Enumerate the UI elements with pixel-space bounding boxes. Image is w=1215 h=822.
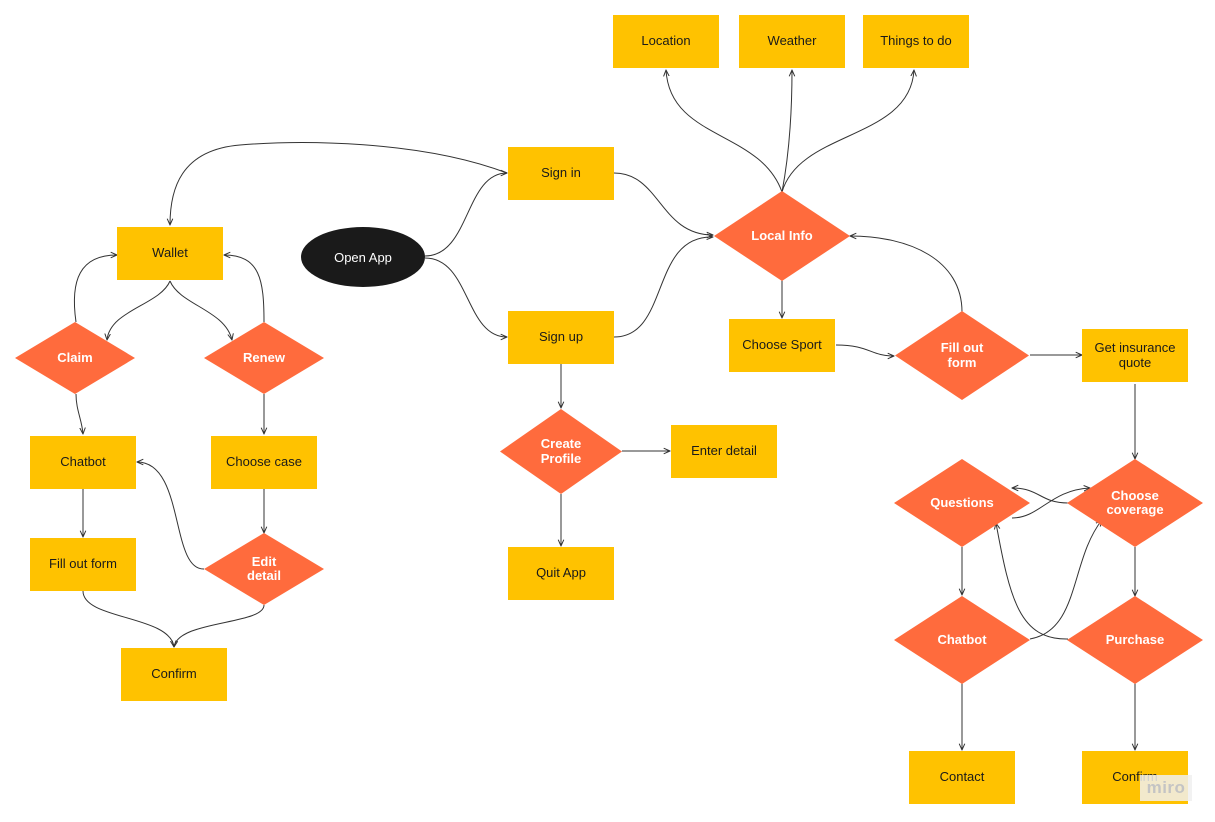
choose-sport-label: Choose Sport: [742, 337, 822, 353]
purchase-label: Purchase: [1105, 631, 1165, 647]
choose-coverage-decision[interactable]: Choose coverage: [1067, 459, 1203, 547]
open-app-label: Open App: [334, 249, 392, 265]
renew-label: Renew: [243, 349, 285, 365]
chatbot-right-decision[interactable]: Chatbot: [894, 596, 1030, 684]
edge-signup-localinfo: [613, 237, 713, 338]
miro-watermark: miro: [1140, 775, 1192, 801]
edge-chatbot-coverage: [1029, 520, 1102, 640]
enter-detail-node[interactable]: Enter detail: [671, 425, 777, 478]
renew-decision[interactable]: Renew: [204, 322, 324, 394]
wallet-node[interactable]: Wallet: [117, 227, 223, 280]
edge-claim-chatbot: [75, 393, 83, 434]
create-profile-decision[interactable]: Create Profile: [500, 409, 622, 494]
edge-openapp-signup: [424, 257, 507, 337]
chatbot-left-node[interactable]: Chatbot: [30, 436, 136, 489]
sign-up-node[interactable]: Sign up: [508, 311, 614, 364]
edit-detail-decision[interactable]: Edit detail: [204, 533, 324, 605]
choose-coverage-label: Choose coverage: [1106, 487, 1164, 517]
edge-edit-chatbot: [137, 462, 205, 570]
edge-edit-confirm: [174, 604, 265, 647]
questions-label: Questions: [930, 494, 994, 510]
confirm-left-label: Confirm: [151, 666, 197, 682]
edge-form-confirm: [82, 590, 174, 647]
edge-signin-localinfo: [613, 172, 713, 235]
weather-label: Weather: [767, 33, 817, 49]
choose-case-node[interactable]: Choose case: [211, 436, 317, 489]
confirm-left-node[interactable]: Confirm: [121, 648, 227, 701]
edge-coverage-questions: [1012, 488, 1069, 504]
edge-filloutform-localinfo: [850, 236, 963, 313]
enter-detail-label: Enter detail: [691, 443, 757, 459]
edge-wallet-renew: [169, 280, 232, 340]
edge-openapp-signin: [424, 173, 507, 257]
sign-in-node[interactable]: Sign in: [508, 147, 614, 200]
edge-claim-wallet: [73, 255, 117, 323]
things-to-do-label: Things to do: [880, 33, 952, 49]
contact-label: Contact: [939, 769, 985, 785]
quit-app-label: Quit App: [536, 565, 586, 581]
fill-out-form-left-label: Fill out form: [49, 556, 117, 572]
open-app-node[interactable]: Open App: [301, 227, 425, 287]
create-profile-label: Create Profile: [540, 436, 582, 466]
edit-detail-label: Edit detail: [247, 553, 281, 583]
claim-decision[interactable]: Claim: [15, 322, 135, 394]
choose-sport-node[interactable]: Choose Sport: [729, 319, 835, 372]
things-to-do-node[interactable]: Things to do: [863, 15, 969, 68]
sign-up-label: Sign up: [538, 329, 584, 345]
edge-choosesport-filloutform: [835, 344, 894, 356]
edge-signin-wallet: [170, 142, 508, 225]
get-insurance-quote-label: Get insurance quote: [1094, 339, 1176, 370]
sign-in-label: Sign in: [541, 165, 581, 181]
edge-renew-wallet: [224, 255, 265, 323]
local-info-label: Local Info: [751, 227, 813, 243]
chatbot-right-label: Chatbot: [937, 631, 987, 647]
edge-questions-coverage: [1011, 488, 1090, 519]
contact-node[interactable]: Contact: [909, 751, 1015, 804]
get-insurance-quote-node[interactable]: Get insurance quote: [1082, 329, 1188, 382]
wallet-label: Wallet: [152, 245, 188, 261]
fill-out-form-right-decision[interactable]: Fill out form: [895, 311, 1029, 400]
chatbot-left-label: Chatbot: [60, 454, 106, 470]
choose-case-label: Choose case: [226, 454, 302, 470]
local-info-decision[interactable]: Local Info: [714, 191, 850, 281]
weather-node[interactable]: Weather: [739, 15, 845, 68]
purchase-decision[interactable]: Purchase: [1067, 596, 1203, 684]
quit-app-node[interactable]: Quit App: [508, 547, 614, 600]
questions-decision[interactable]: Questions: [894, 459, 1030, 547]
location-node[interactable]: Location: [613, 15, 719, 68]
edge-purchase-questions: [996, 523, 1069, 640]
claim-label: Claim: [57, 349, 93, 365]
edge-localinfo-weather: [781, 70, 792, 193]
fill-out-form-right-label: Fill out form: [940, 340, 984, 370]
edge-localinfo-things: [781, 70, 914, 193]
edge-localinfo-location: [666, 70, 783, 193]
location-label: Location: [641, 33, 691, 49]
fill-out-form-left-node[interactable]: Fill out form: [30, 538, 136, 591]
edge-wallet-claim: [107, 280, 171, 340]
